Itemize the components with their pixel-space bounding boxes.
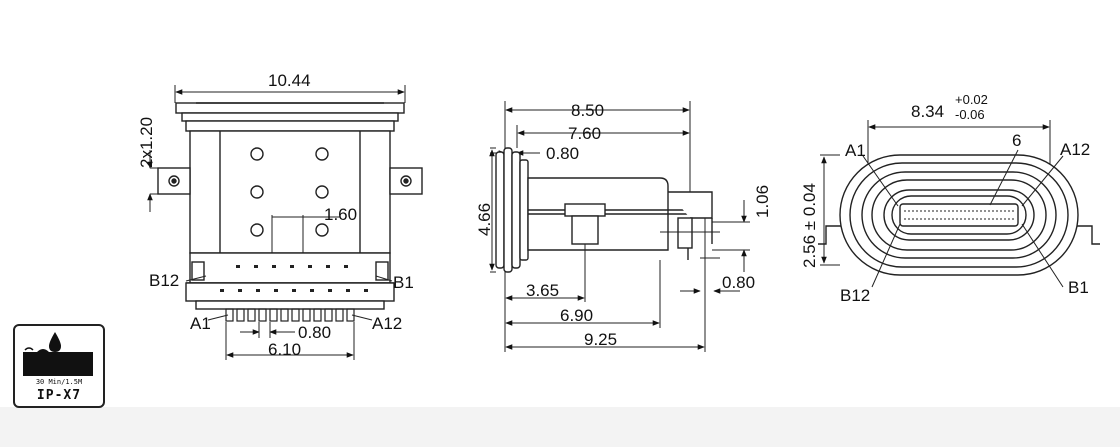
water-immersion-icon xyxy=(23,332,93,376)
dim-height: 4.66 xyxy=(475,203,494,236)
dim-flange-thickness: 0.80 xyxy=(546,144,579,163)
side-view xyxy=(489,101,750,352)
dim-body-length: 7.60 xyxy=(568,124,601,143)
end-pin-a12: A12 xyxy=(1060,140,1090,159)
ip-rating-badge: 30 Min/1.5M IP-X7 xyxy=(13,324,105,408)
technical-drawing: 10.44 2x1.20 1.60 B12 B1 A1 A12 0.80 6.1… xyxy=(137,71,1100,360)
end-pin-a1: A1 xyxy=(845,141,866,160)
front-view-labels: 10.44 2x1.20 1.60 B12 B1 A1 A12 0.80 6.1… xyxy=(137,71,414,359)
end-view xyxy=(818,120,1100,288)
dim-pin-pitch: 1.60 xyxy=(324,205,357,224)
end-pin-b1: B1 xyxy=(1068,278,1089,297)
dim-6-90: 6.90 xyxy=(560,306,593,325)
end-view-labels: 8.34 +0.02 -0.06 6 2.56 ± 0.04 A1 A12 B1… xyxy=(800,92,1090,305)
end-pin-b12: B12 xyxy=(840,286,870,305)
ip-rating-text: IP-X7 xyxy=(36,388,82,403)
dim-width-main: 8.34 xyxy=(911,102,944,121)
ip-spec-text: 30 Min/1.5M xyxy=(35,378,83,386)
dim-total-length: 8.50 xyxy=(571,101,604,120)
side-view-labels: 8.50 7.60 0.80 4.66 1.06 0.80 3.65 6.90 … xyxy=(475,101,772,349)
dim-height-right: 1.06 xyxy=(753,185,772,218)
pin-label-b12: B12 xyxy=(149,271,179,290)
pin-label-a12: A12 xyxy=(372,314,402,333)
dim-flange: 2x1.20 xyxy=(137,117,156,168)
pin-label-b1: B1 xyxy=(393,273,414,292)
dim-tol-minus: -0.06 xyxy=(955,107,985,122)
dim-9-25: 9.25 xyxy=(584,330,617,349)
dim-width: 10.44 xyxy=(268,71,311,90)
dim-height-tol: 2.56 ± 0.04 xyxy=(800,183,819,268)
footer-strip xyxy=(0,407,1120,447)
dim-tongue: 6 xyxy=(1012,131,1021,150)
dim-row-span: 6.10 xyxy=(268,340,301,359)
dim-tol-plus: +0.02 xyxy=(955,92,988,107)
dim-pin-gap: 0.80 xyxy=(298,323,331,342)
pin-label-a1: A1 xyxy=(190,314,211,333)
front-view xyxy=(147,85,423,360)
dim-pin-offset: 0.80 xyxy=(722,273,755,292)
dim-3-65: 3.65 xyxy=(526,281,559,300)
